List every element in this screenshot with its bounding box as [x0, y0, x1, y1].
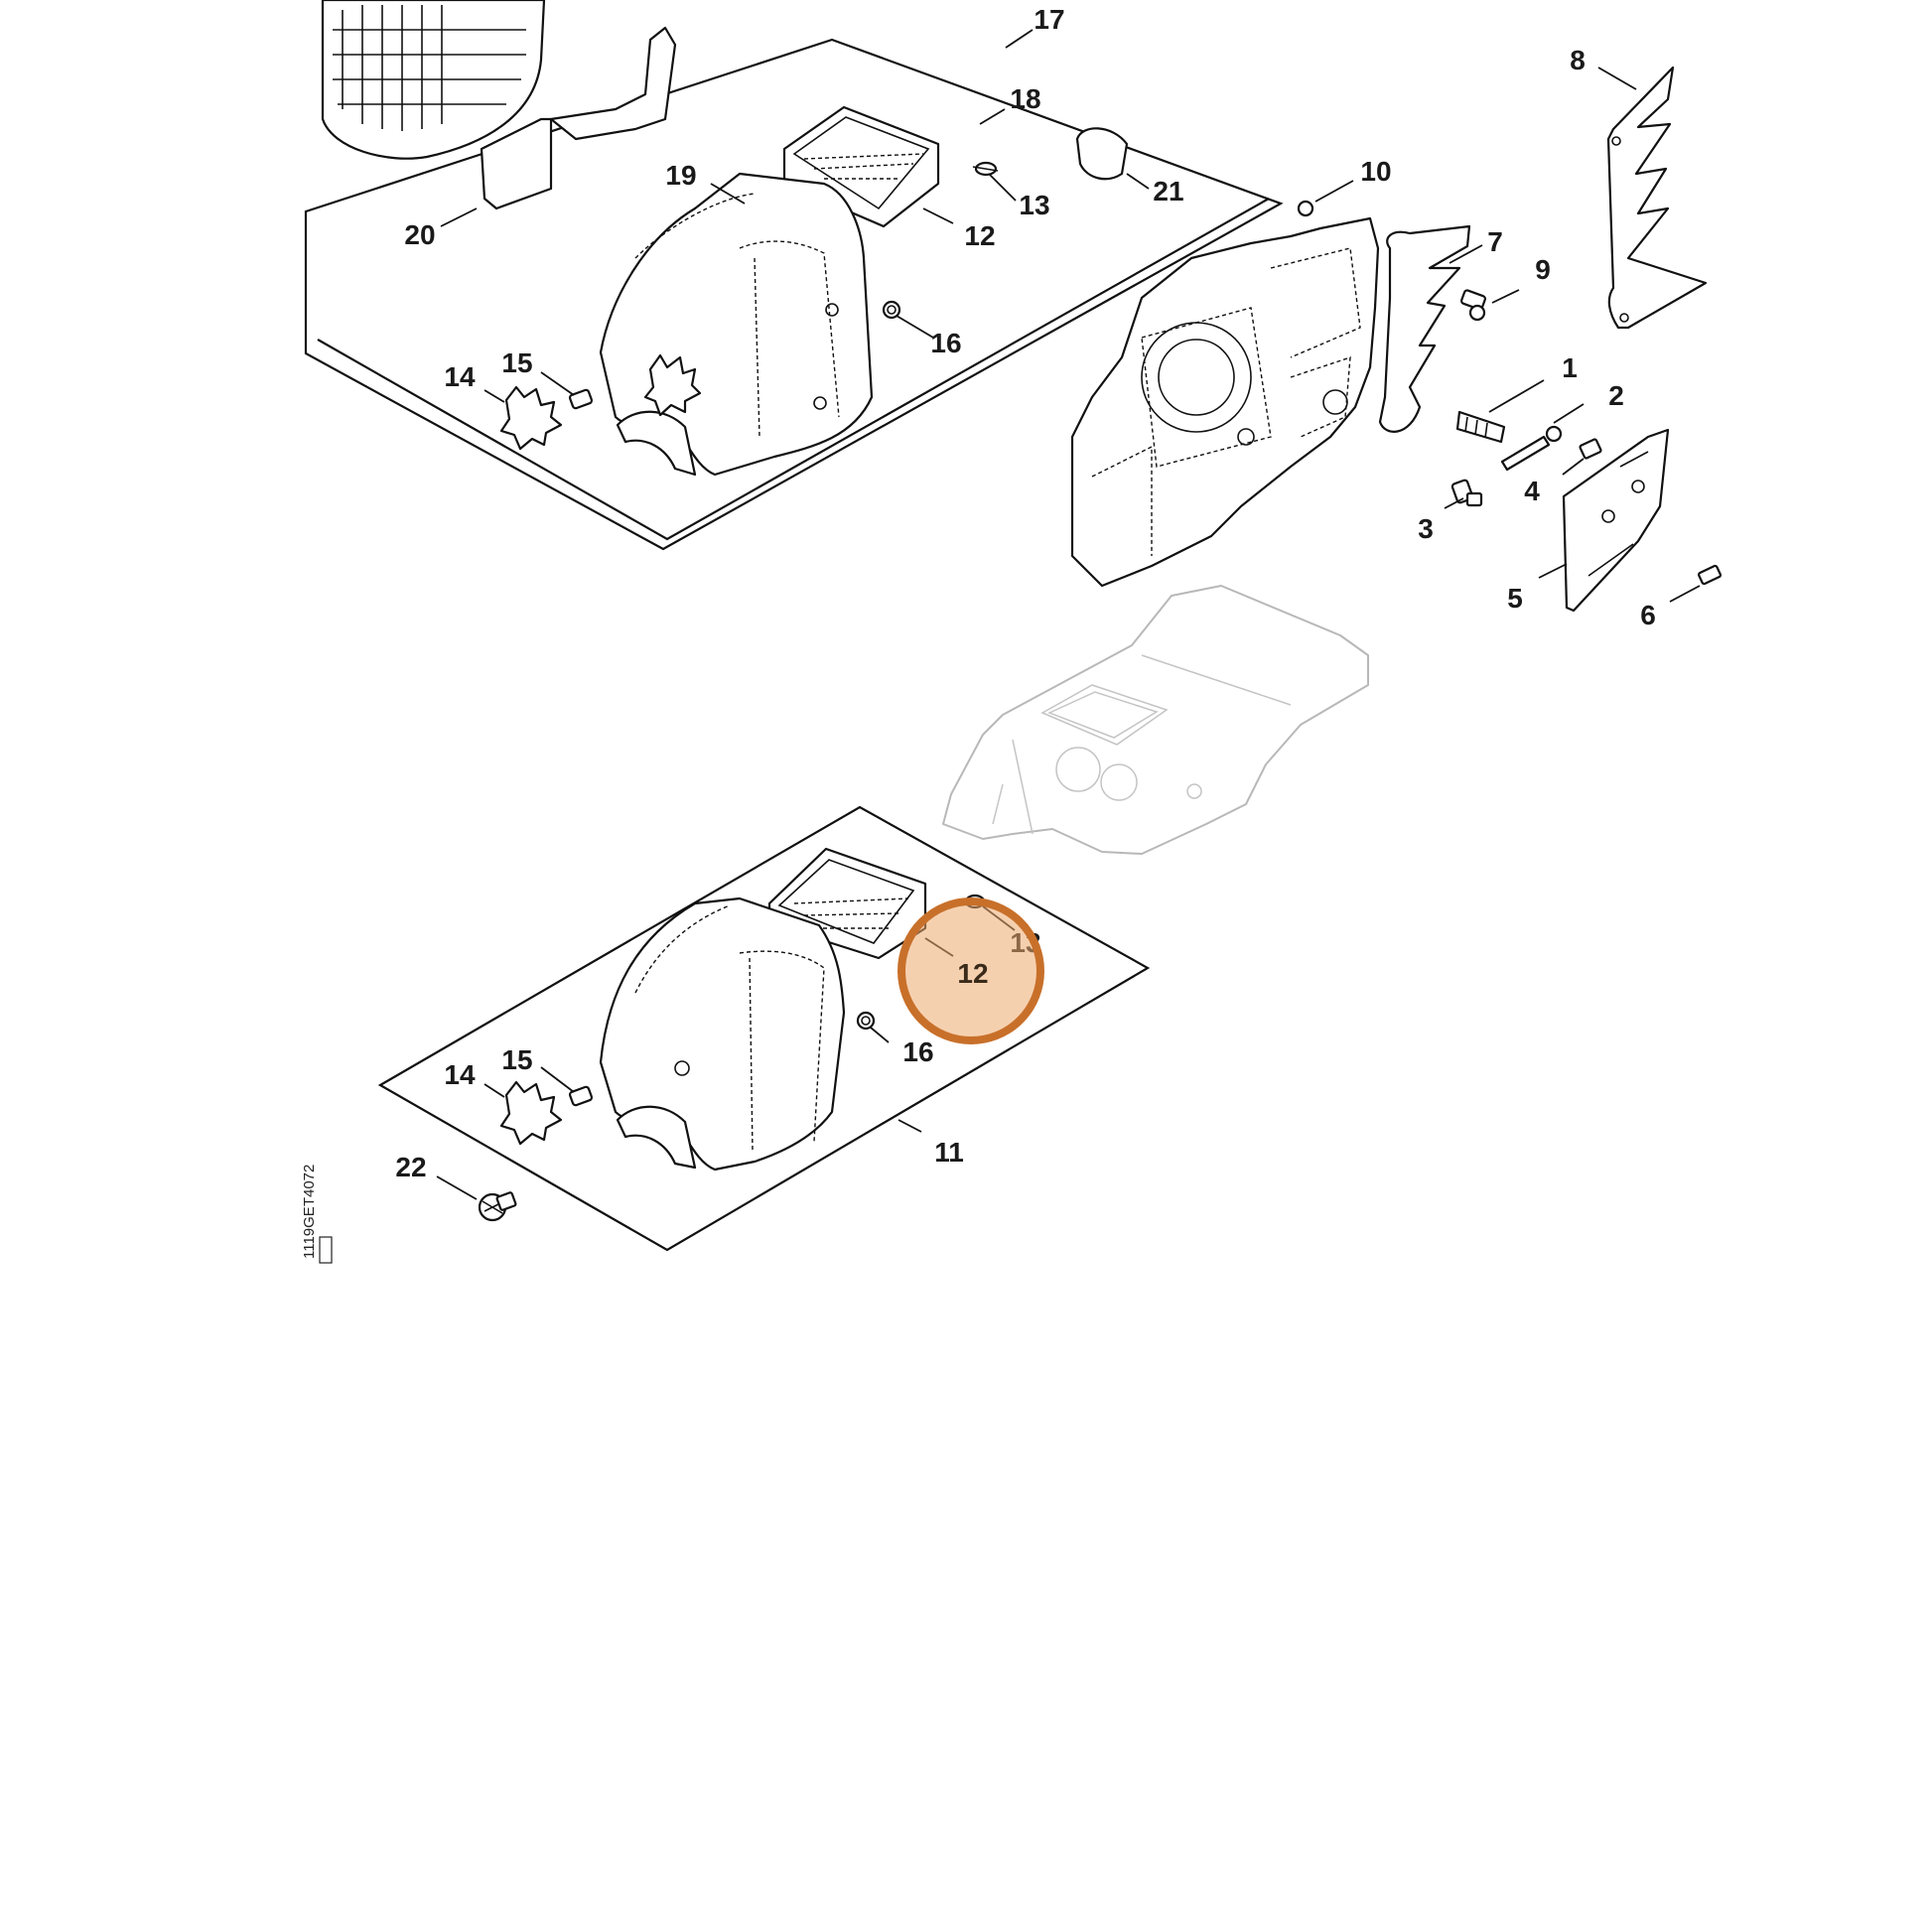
ghost-cover [942, 585, 1369, 855]
callout-3: 3 [1418, 513, 1434, 544]
part-19-cover [599, 172, 874, 477]
callout-labels: 17 18 19 20 21 13 12 16 14 15 10 7 8 9 1… [395, 4, 1655, 1182]
lower-kit-group [377, 805, 1151, 1252]
drawing-code: 1119GET4072 [301, 1165, 318, 1259]
callout-9: 9 [1535, 254, 1551, 285]
lower-kit-frame [377, 805, 1151, 1252]
part-16-nut [856, 1011, 876, 1031]
highlight-circle[interactable] [897, 897, 1044, 1044]
part-7-spike [1378, 224, 1471, 433]
part-14-knob [499, 1080, 563, 1146]
callout-21: 21 [1153, 176, 1183, 207]
grille-part [321, 0, 546, 160]
part-14-knob [499, 385, 563, 451]
part-4-block [1579, 438, 1602, 460]
leader-lines [436, 29, 1701, 1200]
part-10-nut [1297, 200, 1314, 217]
callout-22: 22 [395, 1152, 426, 1182]
part-2-pin [1500, 425, 1563, 472]
callout-12-highlighted[interactable]: 12 [957, 958, 988, 989]
callout-15-upper: 15 [501, 347, 532, 378]
part-20-bracket [480, 26, 677, 210]
part-11-cover [599, 897, 846, 1172]
part-5-plate [1562, 428, 1670, 613]
callout-13-upper: 13 [1019, 190, 1049, 220]
callout-16-upper: 16 [930, 328, 961, 358]
callout-2: 2 [1608, 380, 1624, 411]
callout-17: 17 [1034, 4, 1064, 35]
callout-16-lower: 16 [902, 1036, 933, 1067]
callout-4: 4 [1524, 476, 1540, 506]
upper-kit-group [304, 0, 1284, 551]
callout-5: 5 [1507, 583, 1523, 614]
part-8-felling-dog [1606, 66, 1708, 330]
part-21-cap [1075, 127, 1129, 181]
callout-6: 6 [1640, 600, 1656, 630]
part-13-screw [972, 161, 999, 177]
part-15-screw [568, 1085, 594, 1107]
callout-14-upper: 14 [444, 361, 476, 392]
right-assembly [1070, 66, 1723, 613]
part-22-screw [478, 1191, 517, 1222]
callout-11: 11 [934, 1137, 964, 1168]
part-crankcase [1070, 216, 1380, 588]
callout-14-lower: 14 [444, 1059, 476, 1090]
part-6-screw [1697, 564, 1723, 586]
callout-20: 20 [404, 219, 435, 250]
part-9-screw [1460, 289, 1486, 322]
callout-18: 18 [1010, 83, 1040, 114]
part-3-bolt [1450, 479, 1483, 507]
upper-kit-frame [304, 38, 1284, 551]
drawing-code-box [319, 1236, 333, 1264]
part-1-stud [1455, 410, 1506, 444]
callout-15-lower: 15 [501, 1044, 532, 1075]
part-16-nut [882, 300, 901, 320]
upper-kit-frame-edge [317, 198, 1270, 541]
callout-7: 7 [1487, 226, 1503, 257]
drawing-code-text: 1119GET4072 [301, 1165, 318, 1259]
callout-12-upper: 12 [964, 220, 995, 251]
highlight-marker[interactable]: 12 [897, 897, 1044, 1044]
callout-1: 1 [1562, 352, 1578, 383]
callout-10: 10 [1360, 156, 1391, 187]
callout-8: 8 [1570, 45, 1586, 75]
part-15-screw [568, 388, 594, 410]
callout-19: 19 [665, 160, 696, 191]
